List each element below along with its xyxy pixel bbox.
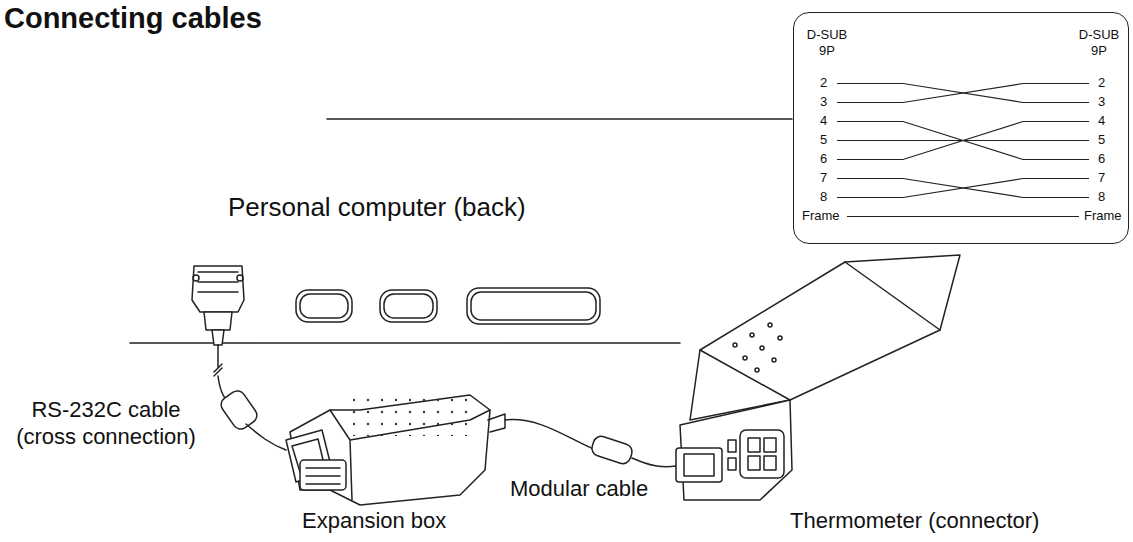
pin-number: 6 — [820, 151, 827, 167]
connector-label: D-SUB 9P — [804, 27, 850, 59]
pin-number: Frame — [1084, 208, 1122, 224]
cable-label: RS-232C cable (cross connection) — [4, 396, 208, 450]
part-label: Expansion box — [302, 508, 446, 534]
computer-panel: Personal computer (back) — [228, 192, 526, 223]
wire — [837, 83, 1089, 102]
pin-number: 3 — [1098, 94, 1105, 110]
pin-number: 7 — [1098, 170, 1105, 186]
wire — [837, 178, 1089, 197]
frame-wire — [847, 215, 1079, 216]
wire — [837, 121, 1089, 159]
pin-number: 4 — [1098, 113, 1105, 129]
pin-number: 3 — [820, 94, 827, 110]
pin-number: 8 — [1098, 189, 1105, 205]
pin-number: 5 — [820, 132, 827, 148]
pin-number: 4 — [820, 113, 827, 129]
pin-number: 2 — [820, 75, 827, 91]
pin-number: 5 — [1098, 132, 1105, 148]
pin-number: 8 — [820, 189, 827, 205]
cable-label: Modular cable — [510, 476, 648, 502]
pin-wiring — [793, 12, 1129, 244]
wire — [837, 178, 1089, 197]
panel-label: Personal computer (back) — [228, 192, 526, 223]
wire — [837, 83, 1089, 102]
diagram-title: Connecting cables — [4, 2, 262, 35]
wiring-inset: D-SUB 9P D-SUB 9P 2 3 4 5 6 7 8Frame 2 3 4 5 6 7 8Frame — [793, 12, 1129, 244]
pin-number: 2 — [1098, 75, 1105, 91]
wire — [837, 121, 1089, 159]
connector-label: D-SUB 9P — [1076, 27, 1122, 59]
pin-number: 6 — [1098, 151, 1105, 167]
part-label: Thermometer (connector) — [790, 508, 1039, 534]
pin-number: Frame — [802, 208, 840, 224]
pin-number: 7 — [820, 170, 827, 186]
